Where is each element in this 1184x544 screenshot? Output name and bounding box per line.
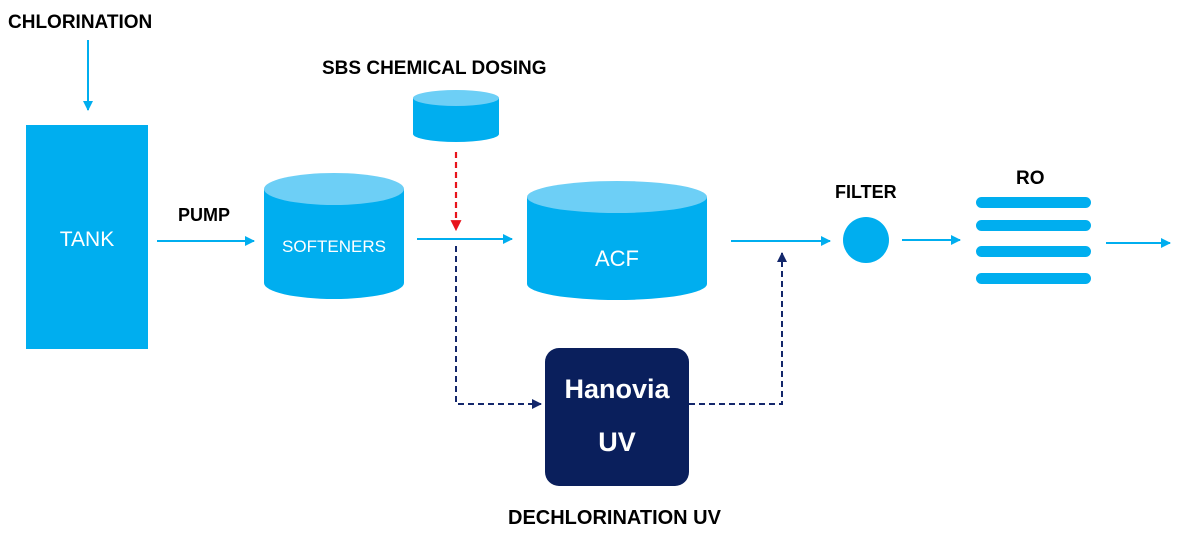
sbs-dosing-tank	[413, 90, 499, 142]
acf-top	[527, 181, 707, 213]
chlorination-label: CHLORINATION	[8, 12, 152, 33]
uv-inlet-dashed-arrow	[455, 246, 542, 409]
sbs-dosing-body	[413, 98, 499, 142]
ro-membranes	[976, 197, 1091, 284]
ro-membrane-2	[976, 220, 1091, 231]
ro-membrane-4	[976, 273, 1091, 284]
softeners-body	[264, 189, 404, 299]
sbs-dosing-top	[413, 90, 499, 106]
softeners-top	[264, 173, 404, 205]
ro-label: RO	[1016, 168, 1045, 189]
tank: TANK	[26, 125, 148, 349]
dechlorination-uv-label: DECHLORINATION UV	[508, 507, 722, 529]
filter-circle	[843, 217, 889, 263]
uv-box	[545, 348, 689, 486]
acf-cylinder: ACF	[527, 181, 707, 300]
pump-label: PUMP	[178, 205, 230, 225]
hanovia-uv-unit: Hanovia UV	[545, 348, 689, 486]
ro-membrane-1	[976, 197, 1091, 208]
tank-label: TANK	[60, 228, 114, 251]
softeners-label: SOFTENERS	[282, 237, 386, 256]
uv-outlet-dashed-arrow	[689, 252, 787, 405]
acf-body	[527, 197, 707, 300]
sbs-dosing-label: SBS CHEMICAL DOSING	[322, 58, 547, 79]
tank-body	[26, 125, 148, 349]
softeners-cylinder: SOFTENERS	[264, 173, 404, 299]
uv-brand-label: Hanovia	[564, 374, 670, 404]
filter-label: FILTER	[835, 182, 897, 202]
uv-type-label: UV	[598, 427, 636, 457]
ro-membrane-3	[976, 246, 1091, 257]
acf-label: ACF	[595, 246, 639, 271]
